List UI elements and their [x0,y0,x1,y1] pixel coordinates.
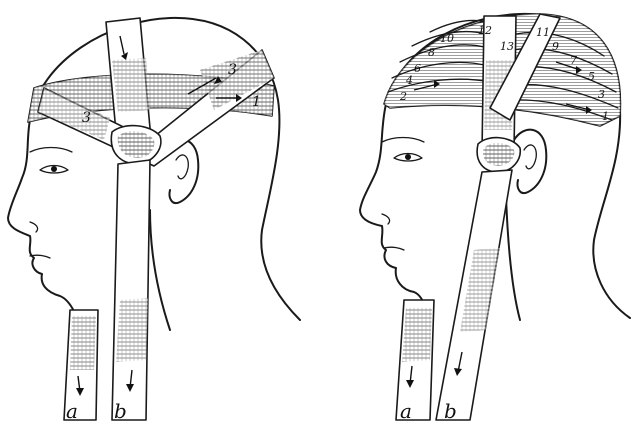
right-turn-label-6: 6 [414,62,421,75]
right-turn-label-8: 8 [428,46,435,59]
left-figure: 3 3 1 a b [8,18,300,423]
left-nostril [30,222,38,232]
right-turn-label-2: 2 [399,90,407,103]
left-end-label-b: b [114,399,127,423]
right-nostril [382,214,390,224]
left-pupil [51,166,57,172]
right-figure: 12 10 8 6 4 2 13 11 9 7 5 3 1 a b [360,14,630,423]
left-turn-label-2: 3 [228,62,237,78]
right-turn-label-13: 13 [500,40,514,53]
right-eyebrow [382,138,424,143]
right-end-label-b: b [444,399,457,423]
right-turn-label-3: 3 [598,88,605,101]
left-end-label-a: a [66,399,78,423]
right-end-label-a: a [400,399,412,423]
left-turn-label-1: 3 [82,110,91,126]
right-ear [514,130,546,193]
right-ear-inner [524,145,536,169]
left-face-profile [8,120,82,340]
left-eyebrow [30,148,72,153]
right-mouth [384,247,404,250]
right-turn-label-11: 11 [536,26,550,39]
right-bandage-cap [384,14,620,152]
right-turn-label-5: 5 [588,70,595,83]
right-turn-label-10: 10 [440,32,454,45]
right-turn-label-7: 7 [570,54,577,67]
right-turn-label-1: 1 [602,110,609,123]
right-turn-label-12: 12 [478,24,492,37]
left-ear-inner [176,155,188,179]
right-pupil [405,154,411,160]
right-turn-label-4: 4 [405,74,413,87]
right-turn-label-9: 9 [552,40,559,53]
left-neck-back [150,210,170,330]
left-turn-label-3: 1 [252,94,261,110]
right-neck-back [506,196,520,320]
